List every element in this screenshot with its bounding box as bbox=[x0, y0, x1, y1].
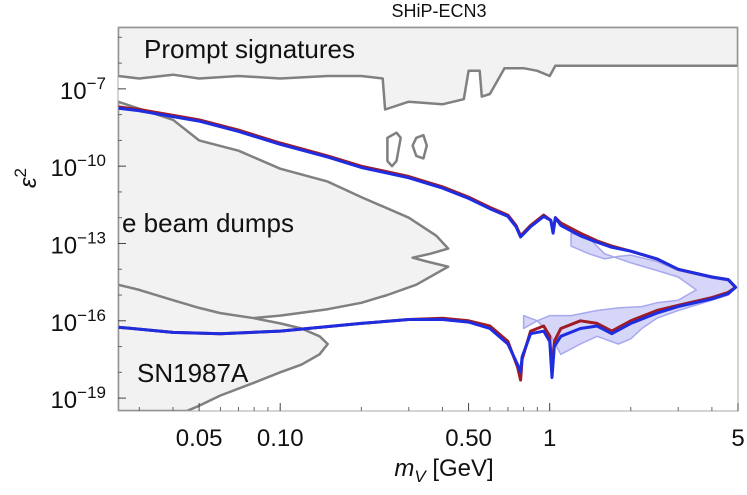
region-label: SN1987A bbox=[137, 358, 249, 388]
y-tick-label: 10−10 bbox=[50, 151, 106, 182]
y-tick-base: 10 bbox=[50, 232, 77, 259]
y-tick-exponent: −16 bbox=[77, 306, 106, 325]
prompt-island bbox=[411, 133, 429, 160]
y-tick-base: 10 bbox=[50, 310, 77, 337]
series-layer bbox=[118, 105, 738, 382]
region-label: e beam dumps bbox=[122, 208, 294, 238]
x-axis-symbol: m bbox=[394, 455, 414, 482]
y-axis-symbol: ε bbox=[15, 177, 42, 188]
y-tick-exponent: −19 bbox=[77, 383, 106, 402]
y-tick-base: 10 bbox=[50, 387, 77, 414]
x-tick-label: 0.50 bbox=[445, 425, 492, 452]
y-axis-title: ε2 bbox=[11, 168, 42, 188]
y-tick-base: 10 bbox=[60, 78, 87, 105]
y-tick-exponent: −13 bbox=[77, 228, 106, 247]
chart-title: SHiP-ECN3 bbox=[391, 1, 486, 21]
plot-frame bbox=[117, 26, 739, 412]
y-tick-label: 10−7 bbox=[60, 74, 106, 105]
x-axis-unit: [GeV] bbox=[426, 455, 494, 482]
y-tick-label: 10−16 bbox=[50, 306, 106, 337]
y-tick-label: 10−19 bbox=[50, 383, 106, 414]
y-axis-title-group: ε2 bbox=[11, 168, 42, 188]
x-axis-title: mV [GeV] bbox=[394, 455, 493, 486]
region-label: Prompt signatures bbox=[144, 34, 355, 64]
x-tick-label: 0.10 bbox=[257, 425, 304, 452]
y-tick-exponent: −7 bbox=[87, 74, 106, 93]
y-tick-label: 10−13 bbox=[50, 228, 106, 259]
prompt-island bbox=[386, 131, 402, 168]
y-axis-superscript: 2 bbox=[11, 168, 30, 177]
x-tick-label: 1 bbox=[543, 425, 556, 452]
sensitivity-curve bbox=[118, 106, 738, 379]
y-tick-base: 10 bbox=[50, 155, 77, 182]
y-tick-exponent: −10 bbox=[77, 151, 106, 170]
x-axis-subscript: V bbox=[414, 467, 427, 486]
regions-layer bbox=[118, 27, 738, 411]
x-tick-label: 0.05 bbox=[176, 425, 223, 452]
excluded-region bbox=[118, 27, 738, 111]
x-tick-label: 5 bbox=[731, 425, 744, 452]
